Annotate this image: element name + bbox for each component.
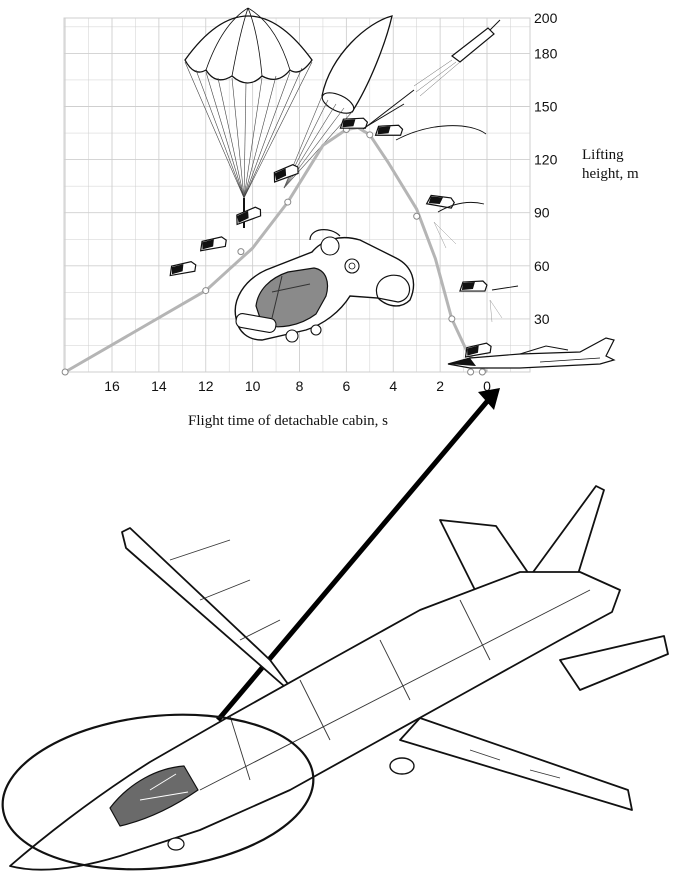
trajectory-point [413,212,421,220]
y-axis-label-line1: Lifting [582,147,624,163]
trajectory-point [237,248,245,256]
y-tick-label: 180 [534,45,558,61]
x-tick-label: 6 [342,378,350,394]
drogue-lines [363,103,519,291]
cabin-glyph-icon [374,124,404,136]
cabin-positions [169,117,492,358]
x-axis-ticks: 16 14 12 10 8 6 4 2 0 [104,378,491,394]
y-tick-label: 120 [534,152,558,168]
small-drogue-icon [361,19,501,131]
x-axis-label: Flight time of detachable cabin, s [188,413,388,429]
y-tick-label: 90 [534,205,550,221]
y-tick-label: 150 [534,99,558,115]
trajectory-point [284,198,292,206]
arrow-head-icon [478,388,500,410]
trajectory-line [64,126,488,374]
x-tick-label: 4 [389,378,397,394]
x-tick-label: 10 [245,378,261,394]
aircraft-planform-icon [9,485,669,871]
y-tick-label: 200 [534,10,558,26]
y-axis-ticks: 30 60 90 120 150 180 200 [534,10,558,327]
cabin-glyph-icon [464,342,492,358]
y-tick-label: 60 [534,258,550,274]
cabin-glyph-icon [169,261,197,277]
parachute-icon [184,7,313,228]
trajectory-point [467,368,475,376]
cabin-glyph-icon [273,164,299,183]
cabin-glyph-icon [199,236,227,252]
trajectory-point [202,287,210,295]
x-tick-label: 16 [104,378,120,394]
y-tick-label: 30 [534,311,550,327]
detachable-cabin-icon [234,229,415,343]
trajectory-point [61,368,69,376]
cabin-highlight-ellipse [1,713,315,871]
cabin-glyph-icon [339,117,369,129]
drogue-fans [433,221,503,323]
x-tick-label: 0 [483,378,491,394]
flight-trajectory-chart: 16 14 12 10 8 6 4 2 0 30 60 90 120 150 180 200 Lifting… [61,7,639,722]
trajectory-curve [64,126,488,374]
drogue-chute-icon [283,15,393,189]
trajectory-point [366,131,374,139]
aircraft-side-icon [447,337,616,369]
trajectory-markers [61,126,486,376]
cabin-glyph-icon [459,280,488,292]
y-axis-label-line2: height, m [582,166,639,182]
x-tick-label: 14 [151,378,167,394]
x-tick-label: 2 [436,378,444,394]
cabin-glyph-icon [236,206,262,226]
trajectory-point [448,315,456,323]
trajectory-point [478,368,486,376]
x-tick-label: 12 [198,378,214,394]
x-tick-label: 8 [296,378,304,394]
